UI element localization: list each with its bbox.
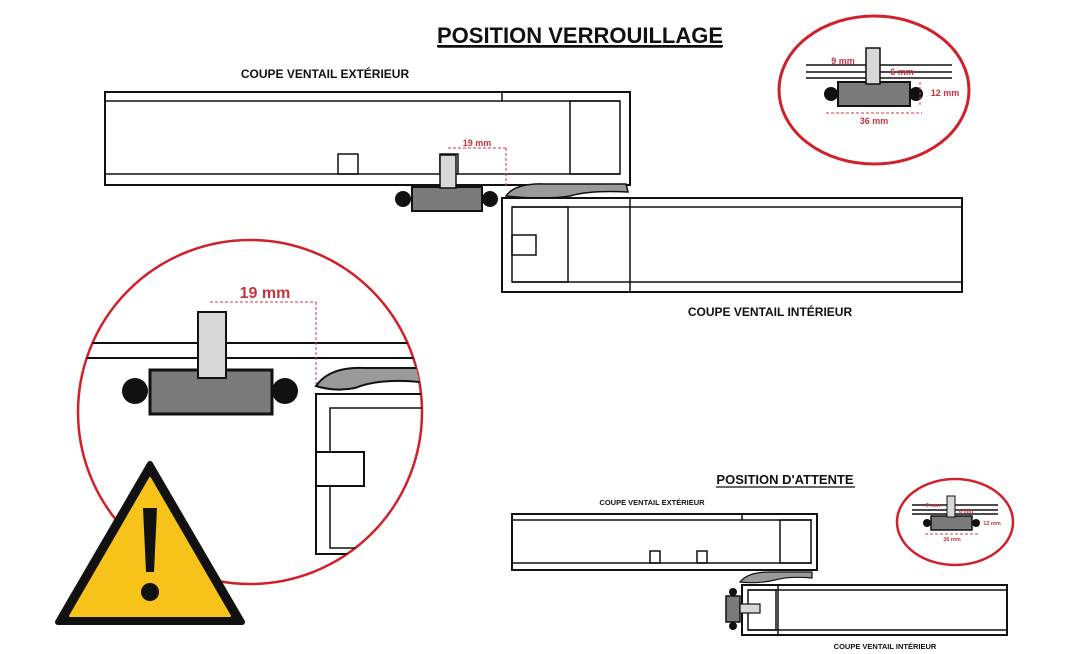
waiting-dim-block-width: 36 mm — [943, 537, 961, 543]
detail-oval-waiting: 9 mm 6 mm 12 mm 36 mm — [895, 477, 1015, 567]
dim-block-height: 12 mm — [931, 88, 960, 98]
dim-gap-small: 19 mm — [463, 138, 492, 148]
dim-pin-top: 9 mm — [831, 56, 855, 66]
gasket-main — [504, 183, 629, 199]
dim-gap-zoom: 19 mm — [240, 285, 291, 302]
waiting-exterior-label: COUPE VENTAIL EXTÉRIEUR — [599, 498, 705, 507]
lock-block-main: 19 mm — [395, 138, 507, 212]
waiting-title: POSITION D'ATTENTE — [716, 472, 854, 487]
warning-triangle-icon — [55, 461, 245, 625]
interior-leaf-profile: COUPE VENTAIL INTÉRIEUR — [501, 197, 963, 319]
waiting-dim-pin-top: 9 mm — [926, 503, 940, 509]
waiting-dim-block-height: 12 mm — [983, 521, 1001, 527]
exterior-label: COUPE VENTAIL EXTÉRIEUR — [241, 66, 410, 81]
lock-block-waiting — [725, 588, 761, 630]
waiting-interior-label: COUPE VENTAIL INTÉRIEUR — [834, 642, 937, 651]
exterior-leaf-profile: COUPE VENTAIL EXTÉRIEUR — [104, 66, 631, 186]
waiting-dim-pin-width: 6 mm — [959, 509, 973, 515]
detail-oval-locked: 9 mm 6 mm 12 mm 36 mm — [777, 14, 971, 166]
waiting-interior-leaf: COUPE VENTAIL INTÉRIEUR — [741, 584, 1008, 651]
waiting-exterior-leaf: COUPE VENTAIL EXTÉRIEUR — [511, 498, 818, 571]
main-title: POSITION VERROUILLAGE — [437, 23, 723, 48]
gasket-waiting — [738, 571, 813, 584]
dim-block-width: 36 mm — [860, 116, 889, 126]
dim-pin-width: 6 mm — [890, 67, 914, 77]
interior-label: COUPE VENTAIL INTÉRIEUR — [688, 304, 853, 319]
